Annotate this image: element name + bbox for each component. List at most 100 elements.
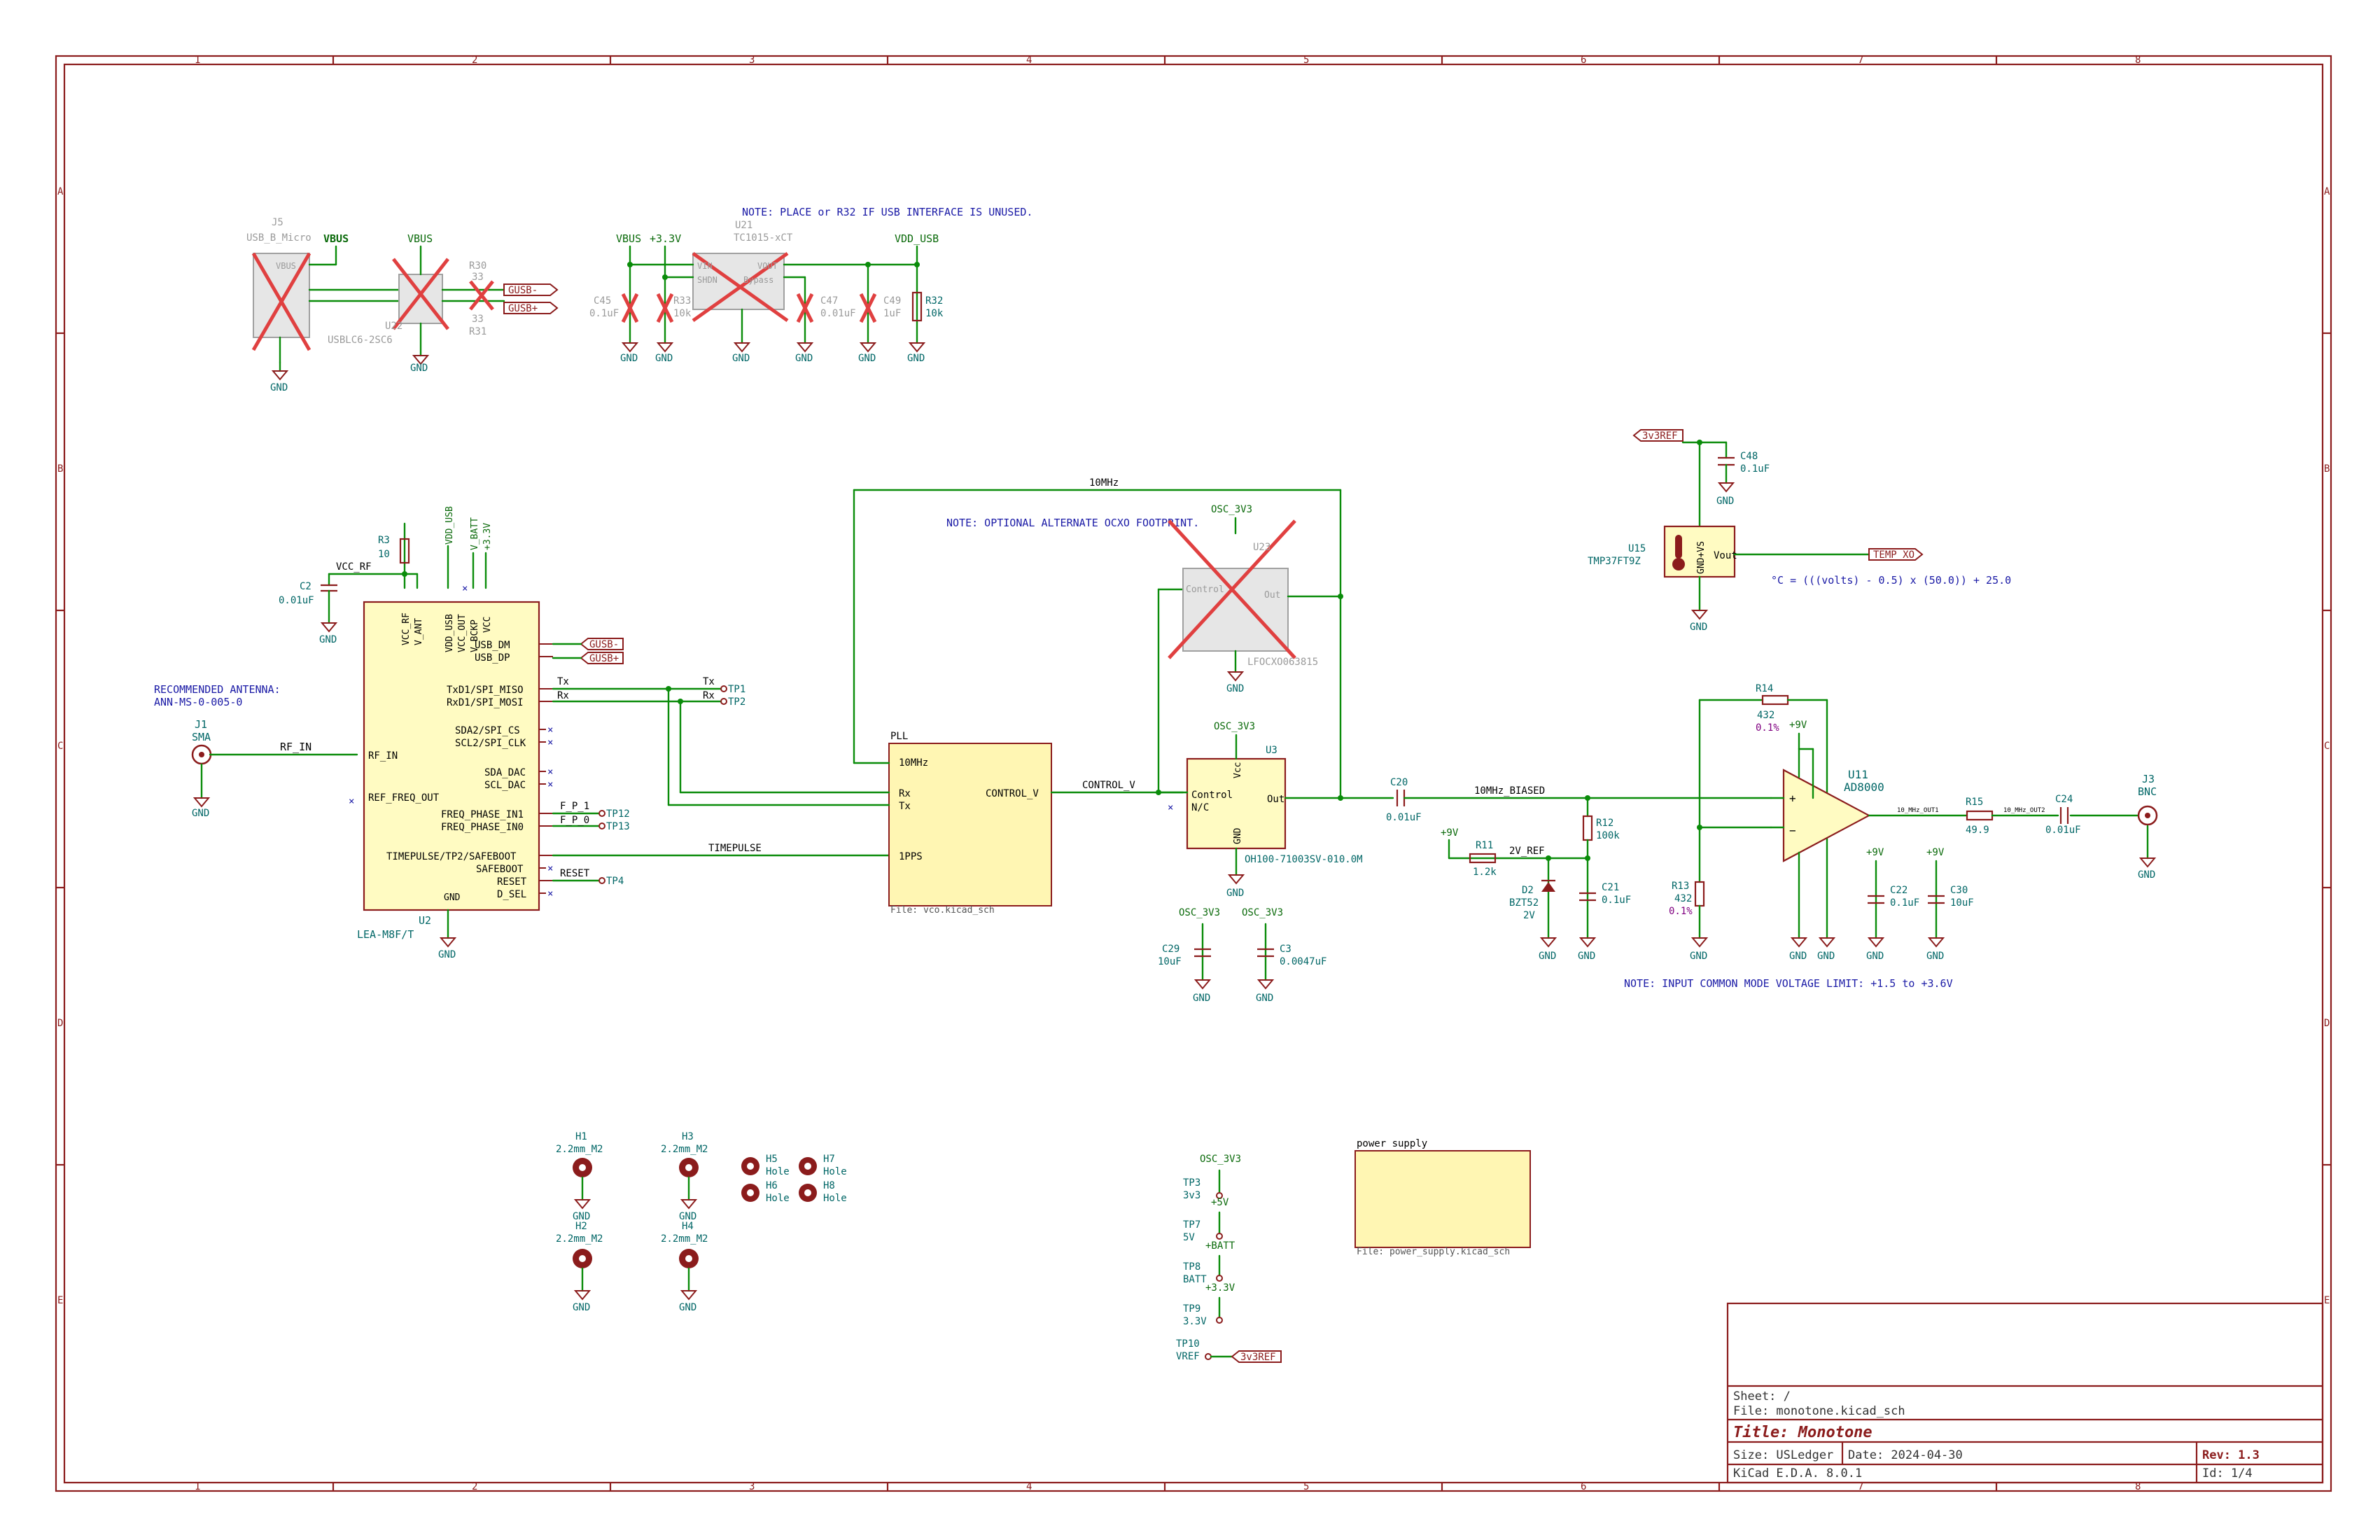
u2-pin-txd1: TxD1/SPI_MISO <box>447 685 524 696</box>
net-fp0: F_P_0 <box>560 815 589 826</box>
gnd-label: GND <box>270 382 288 393</box>
u22-vbus-label: VBUS <box>407 232 433 245</box>
title-block: Sheet: / File: monotone.kicad_sch Title:… <box>1726 1302 2324 1484</box>
u2-pin-v-bckp: V_BCKP <box>470 620 480 652</box>
u2-pin-ref-freq-out: REF_FREQ_OUT <box>368 792 440 804</box>
u3-pin-nc: N/C <box>1191 802 1209 813</box>
u15-value: TMP37FT9Z <box>1588 556 1641 567</box>
svg-text:×: × <box>462 583 468 594</box>
gnd-icon <box>621 342 926 353</box>
svg-text:×: × <box>547 863 553 874</box>
net-reset: RESET <box>560 868 590 879</box>
u15-pin-gndvs: GND+VS <box>1696 541 1707 574</box>
c29-osc-power: OSC_3V3 <box>1179 907 1220 918</box>
frame-row-label: C <box>2324 741 2330 752</box>
gnd-label: GND <box>1716 496 1734 507</box>
hole-h6: H6 Hole <box>741 1180 790 1204</box>
power-supply-name: power supply <box>1357 1138 1427 1149</box>
ref3v3-label[interactable]: 3v3REF <box>1231 1350 1282 1363</box>
gusb-minus-label[interactable]: GUSB- <box>580 638 624 650</box>
c22-value: 0.1uF <box>1890 897 1919 909</box>
c20-ref: C20 <box>1390 777 1408 788</box>
gnd-icon <box>320 622 338 633</box>
u2-pin-gnd: GND <box>444 892 461 903</box>
r13-tol: 0.1% <box>1669 906 1693 917</box>
gusb-plus-label[interactable]: GUSB+ <box>580 652 624 664</box>
u2-pin-vcc: VCC <box>482 617 493 633</box>
c21-ref: C21 <box>1602 882 1619 893</box>
net-rx: Rx <box>557 690 569 701</box>
u21-ref: U21 <box>735 220 752 231</box>
gnd-label: GND <box>1817 951 1835 962</box>
j5-ref: J5 <box>272 217 284 228</box>
net-10mhz-biased: 10MHz_BIASED <box>1474 785 1545 797</box>
u23-osc-power: OSC_3V3 <box>1211 504 1252 515</box>
net-timepulse: TIMEPULSE <box>708 843 762 854</box>
pll-pin-rx: Rx <box>899 788 911 799</box>
net-tx: Tx <box>557 676 569 687</box>
gnd-icon <box>1578 937 1597 948</box>
r32-ref: R32 <box>925 295 943 307</box>
net-10mhz: 10MHz <box>1089 477 1119 489</box>
ldo-vddusb-label: VDD_USB <box>895 232 939 245</box>
gusb-minus-label[interactable]: GUSB- <box>503 284 559 296</box>
gnd-label: GND <box>410 363 428 374</box>
tb-file: File: monotone.kicad_sch <box>1733 1404 1905 1418</box>
r12-ref: R12 <box>1596 818 1614 829</box>
gnd-icon <box>2138 858 2157 868</box>
gusb-plus-label[interactable]: GUSB+ <box>503 302 559 314</box>
svg-text:H5: H5 <box>766 1154 778 1165</box>
u2-pin-usb-dp: USB_DP <box>475 652 510 664</box>
pll-pin-tx: Tx <box>899 801 911 812</box>
u3-osc-power: OSC_3V3 <box>1214 721 1255 732</box>
j1-value: SMA <box>192 731 211 743</box>
note-antenna-1: RECOMMENDED ANTENNA: <box>154 683 281 696</box>
svg-text:GND: GND <box>679 1211 696 1222</box>
u2-ref: U2 <box>419 914 431 927</box>
svg-text:5V: 5V <box>1183 1232 1195 1243</box>
gnd-label: GND <box>620 353 638 364</box>
svg-text:BATT: BATT <box>1183 1274 1207 1285</box>
u2-vbatt-power: V_BATT <box>470 517 480 550</box>
r11-value: 1.2k <box>1473 867 1497 878</box>
hole-h3: H3 2.2mm_M2 GND <box>661 1131 708 1222</box>
hole-h4: H4 2.2mm_M2 GND <box>661 1221 708 1313</box>
frame-col-label: 8 <box>2135 55 2141 66</box>
svg-text:Hole: Hole <box>823 1166 847 1177</box>
c24-ref: C24 <box>2055 794 2073 805</box>
svg-text:GUSB+: GUSB+ <box>508 303 538 314</box>
pll-sheet[interactable] <box>888 743 1052 906</box>
u3-pin-gnd: GND <box>1233 827 1243 844</box>
u2-pin-scl2: SCL2/SPI_CLK <box>455 738 526 749</box>
frame-row-label: E <box>2324 1295 2330 1306</box>
svg-text:GND: GND <box>679 1302 696 1313</box>
hole-h1: H1 2.2mm_M2 GND <box>556 1131 603 1222</box>
svg-text:×: × <box>1168 802 1173 813</box>
c47-ref: C47 <box>820 295 838 307</box>
pll-pin-1pps: 1PPS <box>899 851 923 862</box>
power-supply-sheet[interactable]: power supply File: power_supply.kicad_sc… <box>1354 1138 1531 1257</box>
svg-text:H2: H2 <box>575 1221 587 1232</box>
d2-value2: 2V <box>1523 910 1535 921</box>
u23-ref: U23 <box>1253 542 1270 553</box>
c30-9v-power: +9V <box>1926 847 1945 858</box>
temp-xo-label[interactable]: TEMP_XO <box>1868 548 1924 561</box>
tp2-ref: TP2 <box>728 696 746 708</box>
u21-pin-shdn: SHDN <box>697 275 718 285</box>
svg-text:GUSB+: GUSB+ <box>589 653 619 664</box>
frame-col-label: 4 <box>1026 55 1032 66</box>
gnd-label: GND <box>1789 951 1807 962</box>
gnd-icon <box>192 797 211 808</box>
u2-body <box>363 601 540 911</box>
gnd-label: GND <box>1690 951 1707 962</box>
u2-pin-rxd1: RxD1/SPI_MOSI <box>447 697 524 708</box>
svg-text:TEMP_XO: TEMP_XO <box>1873 550 1914 561</box>
svg-text:+BATT: +BATT <box>1205 1240 1236 1252</box>
svg-text:Hole: Hole <box>823 1193 847 1204</box>
ref3v3-label[interactable]: 3v3REF <box>1632 429 1684 442</box>
tp12-ref: TP12 <box>606 808 630 820</box>
tp4-ref: TP4 <box>606 876 624 887</box>
gnd-icon <box>1790 937 1836 948</box>
gnd-label: GND <box>907 353 925 364</box>
